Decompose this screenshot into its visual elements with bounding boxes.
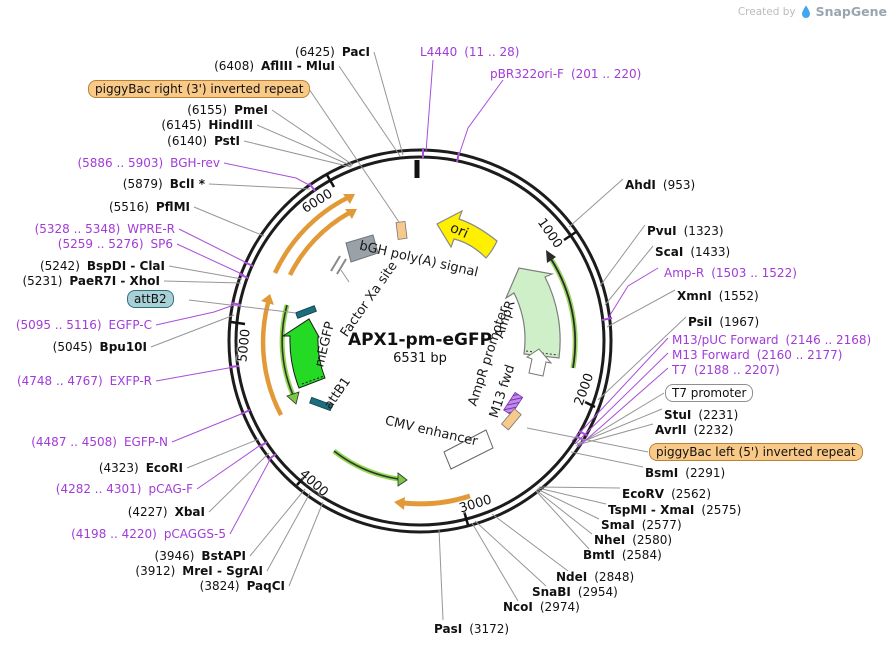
feature-label-piggybac-left[interactable]: piggyBac left (5') inverted repeat (649, 443, 863, 461)
label-paer7i-xhoi[interactable]: (5231)PaeR7I - XhoI (22, 274, 160, 288)
plasmid-name: APX1-pm-eGFP (347, 330, 493, 350)
label-mrei-sgrai[interactable]: (3912)MreI - SgrAI (135, 564, 263, 578)
label-stui[interactable]: StuI(2231) (664, 408, 739, 422)
label-psti[interactable]: (6140)PstI (167, 134, 240, 148)
label-pcag-f-primer[interactable]: (4282 .. 4301)pCAG-F (55, 482, 193, 496)
label-psii[interactable]: PsiI(1967) (688, 315, 760, 329)
label-paci[interactable]: (6425)PacI (294, 45, 370, 59)
label-bgh-rev-primer[interactable]: (5886 .. 5903)BGH-rev (77, 156, 220, 170)
label-bmti[interactable]: BmtI(2584) (583, 548, 662, 562)
label-bsmi[interactable]: BsmI(2291) (645, 466, 726, 480)
snapgene-credit: Created by SnapGene (738, 4, 887, 19)
label-egfp-c-primer[interactable]: (5095 .. 5116)EGFP-C (15, 318, 152, 332)
label-egfp-n-primer[interactable]: (4487 .. 4508)EGFP-N (31, 435, 168, 449)
scale-ticks (230, 160, 596, 526)
label-l4440-primer[interactable]: L4440(11 .. 28) (420, 45, 520, 59)
label-ndei[interactable]: NdeI(2848) (556, 570, 635, 584)
label-paqci[interactable]: (3824)PaqCI (199, 579, 285, 593)
feature-shapes (260, 194, 578, 510)
label-pcaggs-5-primer[interactable]: (4198 .. 4220)pCAGGS-5 (71, 527, 226, 541)
label-t7-primer[interactable]: T7(2188 .. 2207) (672, 363, 780, 377)
label-pbr322ori-f-primer[interactable]: pBR322ori-F(201 .. 220) (490, 67, 642, 81)
label-ecori[interactable]: (4323)EcoRI (98, 461, 183, 475)
label-ecorv[interactable]: EcoRV(2562) (622, 487, 711, 501)
connector-lines-gray (150, 51, 687, 621)
label-snabi[interactable]: SnaBI(2954) (532, 585, 618, 599)
label-hindiii[interactable]: (6145)HindIII (161, 118, 253, 132)
label-nhei[interactable]: NheI(2580) (594, 533, 673, 547)
label-ncoi[interactable]: NcoI(2974) (503, 600, 580, 614)
label-pflmi[interactable]: (5516)PflMI (108, 200, 190, 214)
snapgene-logo-icon (800, 5, 812, 19)
label-scai[interactable]: ScaI(1433) (655, 245, 731, 259)
label-pasi[interactable]: PasI(3172) (434, 622, 510, 636)
label-m13-forward-primer[interactable]: M13 Forward(2160 .. 2177) (672, 348, 843, 362)
label-afliii-mlui[interactable]: (6408)AflIII - MluI (214, 59, 335, 73)
label-ahdi[interactable]: AhdI(953) (625, 178, 696, 192)
label-tspmi-xmai[interactable]: TspMI - XmaI(2575) (608, 503, 742, 517)
plasmid-size: 6531 bp (393, 351, 447, 366)
feature-label-attb2[interactable]: attB2 (127, 290, 174, 308)
connector-lines-purple (155, 59, 669, 535)
label-xbai[interactable]: (4227)XbaI (127, 505, 205, 519)
label-pvui[interactable]: PvuI(1323) (647, 224, 724, 238)
label-smai[interactable]: SmaI(2577) (601, 518, 682, 532)
feature-label-t7-promoter[interactable]: T7 promoter (665, 384, 754, 402)
label-bcli[interactable]: (5879)BclI * (122, 177, 205, 191)
label-sp6-primer[interactable]: (5259 .. 5276)SP6 (57, 237, 173, 251)
feature-label-piggybac-right[interactable]: piggyBac right (3') inverted repeat (88, 80, 311, 98)
credit-prefix: Created by (737, 5, 796, 18)
snapgene-brand: SnapGene (815, 4, 887, 19)
label-bspdi-clai[interactable]: (5242)BspDI - ClaI (39, 259, 165, 273)
label-wpre-r-primer[interactable]: (5328 .. 5348)WPRE-R (34, 222, 175, 236)
label-exfp-r-primer[interactable]: (4748 .. 4767)EXFP-R (16, 374, 152, 388)
label-m13-puc-forward-primer[interactable]: M13/pUC Forward(2146 .. 2168) (672, 333, 872, 347)
label-bstapi[interactable]: (3946)BstAPI (154, 549, 246, 563)
label-pmei[interactable]: (6155)PmeI (187, 103, 268, 117)
label-amp-r-primer[interactable]: Amp-R(1503 .. 1522) (664, 266, 797, 280)
label-avrii[interactable]: AvrII(2232) (655, 423, 734, 437)
label-bpu10i[interactable]: (5045)Bpu10I (52, 340, 147, 354)
plasmid-backbone-ring (227, 148, 613, 534)
label-xmni[interactable]: XmnI(1552) (677, 289, 759, 303)
